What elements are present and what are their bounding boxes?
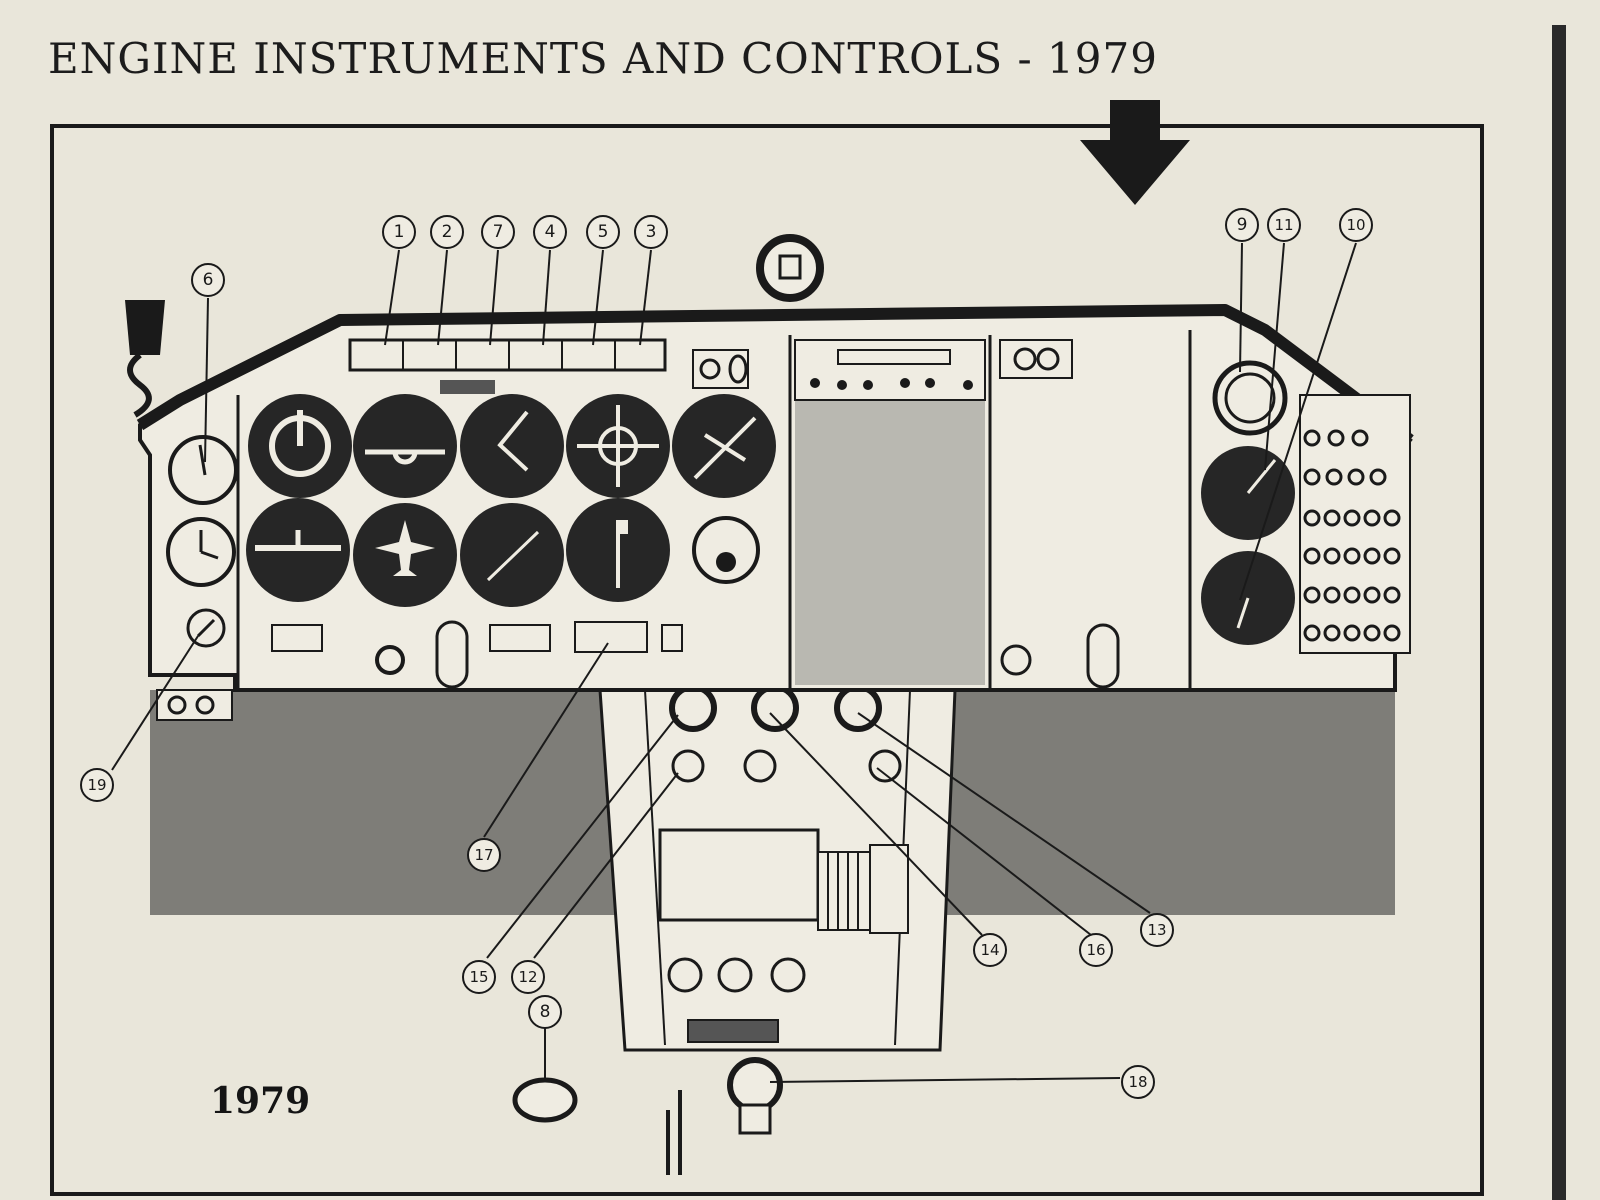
placard xyxy=(440,380,495,394)
down-arrow-icon xyxy=(1080,100,1190,205)
callout-6: 6 xyxy=(191,263,225,297)
callout-16: 16 xyxy=(1079,933,1113,967)
trim-wheel xyxy=(817,851,871,931)
throttle-knob xyxy=(669,684,717,732)
console-slot xyxy=(687,1019,779,1043)
callout-14: 14 xyxy=(973,933,1007,967)
console-panel xyxy=(658,828,820,922)
callout-9: 9 xyxy=(1225,208,1259,242)
callout-2: 2 xyxy=(430,215,464,249)
radio-stack xyxy=(795,400,985,685)
microphone-icon xyxy=(125,300,165,355)
compass-icon xyxy=(756,234,824,302)
year-label: 1979 xyxy=(210,1080,311,1122)
callout-5: 5 xyxy=(586,215,620,249)
flight-instruments xyxy=(246,394,776,607)
callout-18: 18 xyxy=(1121,1065,1155,1099)
callout-1: 1 xyxy=(382,215,416,249)
callout-15: 15 xyxy=(462,960,496,994)
switch-panel-17 xyxy=(574,621,648,653)
leader-lines xyxy=(111,242,1357,1083)
callout-10: 10 xyxy=(1339,208,1373,242)
diagram-frame xyxy=(50,124,1484,1196)
callout-12: 12 xyxy=(511,960,545,994)
callout-11: 11 xyxy=(1267,208,1301,242)
fuel-selector-8 xyxy=(512,1077,578,1123)
propeller-knob xyxy=(751,684,799,732)
callout-19: 19 xyxy=(80,768,114,802)
page-edge xyxy=(1552,25,1566,1200)
annunciator-strip xyxy=(348,338,667,372)
page-title: ENGINE INSTRUMENTS AND CONTROLS - 1979 xyxy=(48,34,1158,83)
callout-4: 4 xyxy=(533,215,567,249)
callout-7: 7 xyxy=(481,215,515,249)
callout-8: 8 xyxy=(528,995,562,1029)
callout-3: 3 xyxy=(634,215,668,249)
circuit-breaker-panel xyxy=(1299,394,1411,654)
callout-17: 17 xyxy=(467,838,501,872)
ignition-switch-18 xyxy=(727,1057,783,1113)
callout-13: 13 xyxy=(1140,913,1174,947)
